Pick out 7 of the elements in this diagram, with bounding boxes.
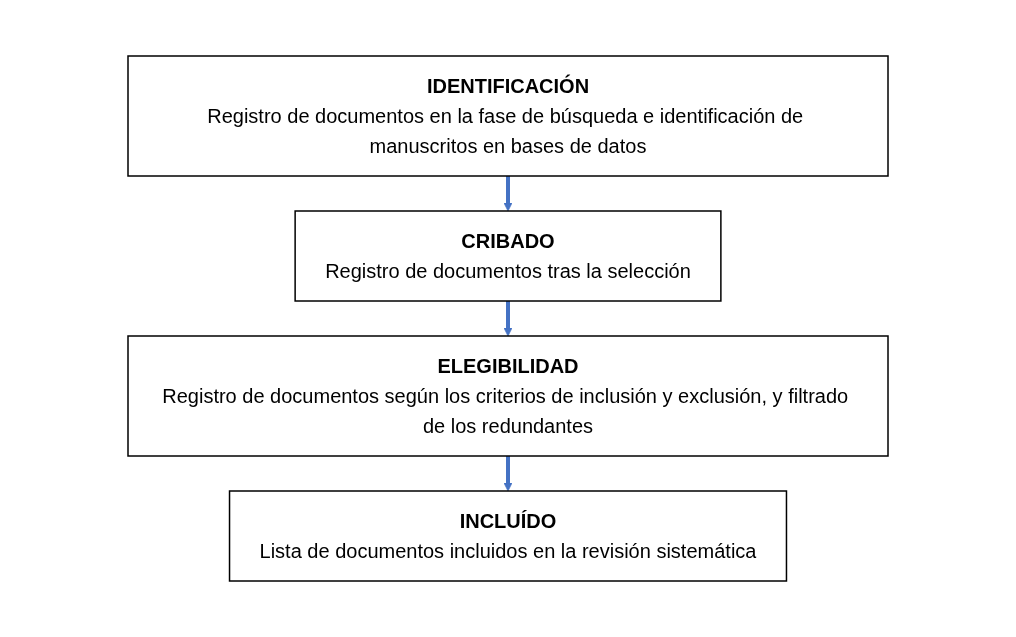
arrow [503, 176, 513, 212]
arrow [503, 456, 513, 492]
node-box: ELEGIBILIDAD Registro de documentos según los criterios de inclusión y exclusión, y filtrado de los redundantes [127, 335, 889, 457]
node-box: IDENTIFICACIÓN Registro de documentos en la fase de búsqueda e identificación de manuscritos en bases de datos [127, 55, 889, 177]
node-box: CRIBADO Registro de documentos tras la selección [294, 210, 722, 302]
arrow [503, 301, 513, 337]
node-box: INCLUÍDO Lista de documentos incluidos en la revisión sistemática [228, 490, 788, 582]
